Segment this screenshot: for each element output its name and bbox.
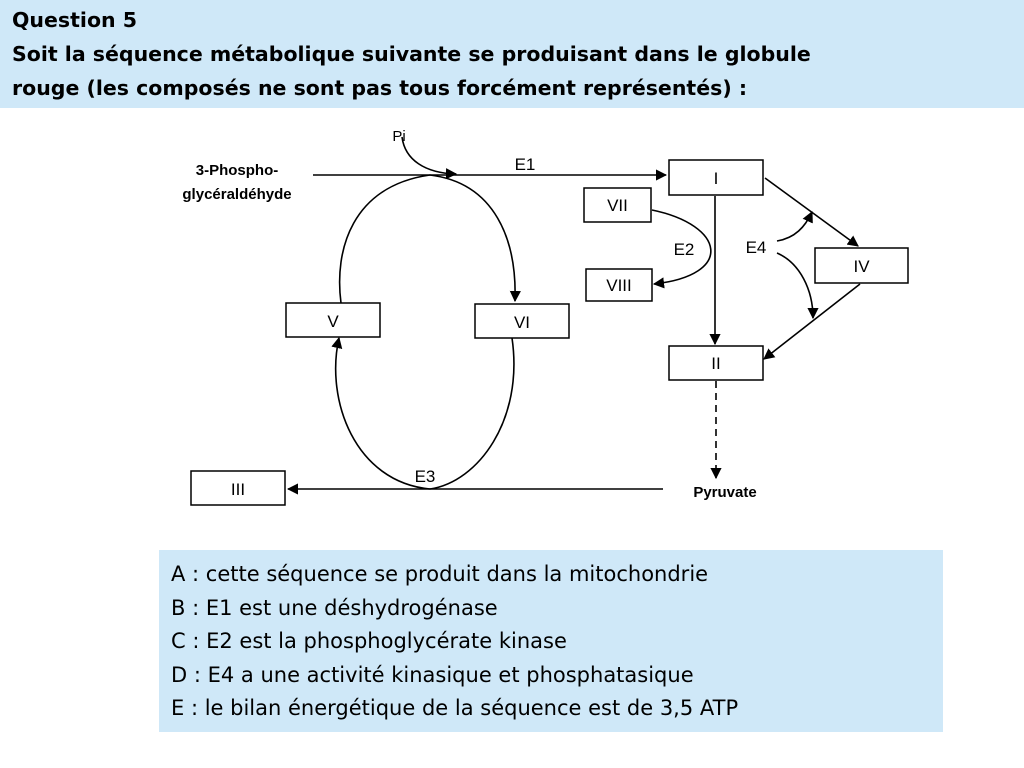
answer-choices: A : cette séquence se produit dans la mi… <box>159 550 943 732</box>
box-v-label: V <box>327 312 339 331</box>
pi-label: Pi <box>392 128 405 145</box>
arrow-pi <box>401 136 458 180</box>
box-iv-label: IV <box>853 257 870 276</box>
enzyme-e4-label: E4 <box>746 238 767 257</box>
question-line-1: Soit la séquence métabolique suivante se… <box>12 42 811 66</box>
pyruvate-label: Pyruvate <box>693 484 756 501</box>
arrow-bottom-to-v <box>331 336 431 490</box>
substrate-label-line-2: glycéraldéhyde <box>182 186 291 203</box>
box-ii-label: II <box>711 354 720 373</box>
arc-v-to-top <box>338 174 431 304</box>
answer-e: E : le bilan énergétique de la séquence … <box>171 696 739 720</box>
arrow-e4-lower <box>776 252 819 320</box>
box-iv <box>814 247 909 284</box>
enzyme-e1-label: E1 <box>515 155 536 174</box>
box-viii <box>585 268 653 302</box>
question-text: Question 5 Soit la séquence métabolique … <box>12 3 1017 105</box>
answer-a: A : cette séquence se produit dans la mi… <box>171 562 709 586</box>
substrate-label-line-1: 3-Phospho- <box>196 162 279 179</box>
arrow-top-to-vi <box>429 174 521 303</box>
arrow-vii-to-viii <box>651 209 712 289</box>
box-viii-label: VIII <box>606 276 632 295</box>
question-line-2: rouge (les composés ne sont pas tous for… <box>12 76 748 100</box>
box-ii <box>668 345 764 381</box>
box-iii-label: III <box>231 480 245 499</box>
arrow-iv-to-ii <box>763 283 861 360</box>
box-i-label: I <box>714 169 719 188</box>
box-i <box>668 159 764 196</box>
box-iii <box>190 470 286 506</box>
box-vi <box>474 303 570 339</box>
enzyme-e3-label: E3 <box>415 467 436 486</box>
box-v <box>285 302 381 338</box>
question-header: Question 5 Soit la séquence métabolique … <box>0 0 1024 108</box>
box-vii-label: VII <box>607 196 628 215</box>
answer-d: D : E4 a une activité kinasique et phosp… <box>171 662 694 687</box>
answer-b: B : E1 est une déshydrogénase <box>171 595 498 620</box>
box-vi-label: VI <box>514 313 530 332</box>
question-title: Question 5 <box>12 8 138 32</box>
answer-c: C : E2 est la phosphoglycérate kinase <box>171 629 567 653</box>
arrow-e4-upper <box>776 210 813 242</box>
enzyme-e2-label: E2 <box>674 240 695 259</box>
arc-vi-to-bottom <box>429 337 515 490</box>
box-vii <box>583 187 652 223</box>
